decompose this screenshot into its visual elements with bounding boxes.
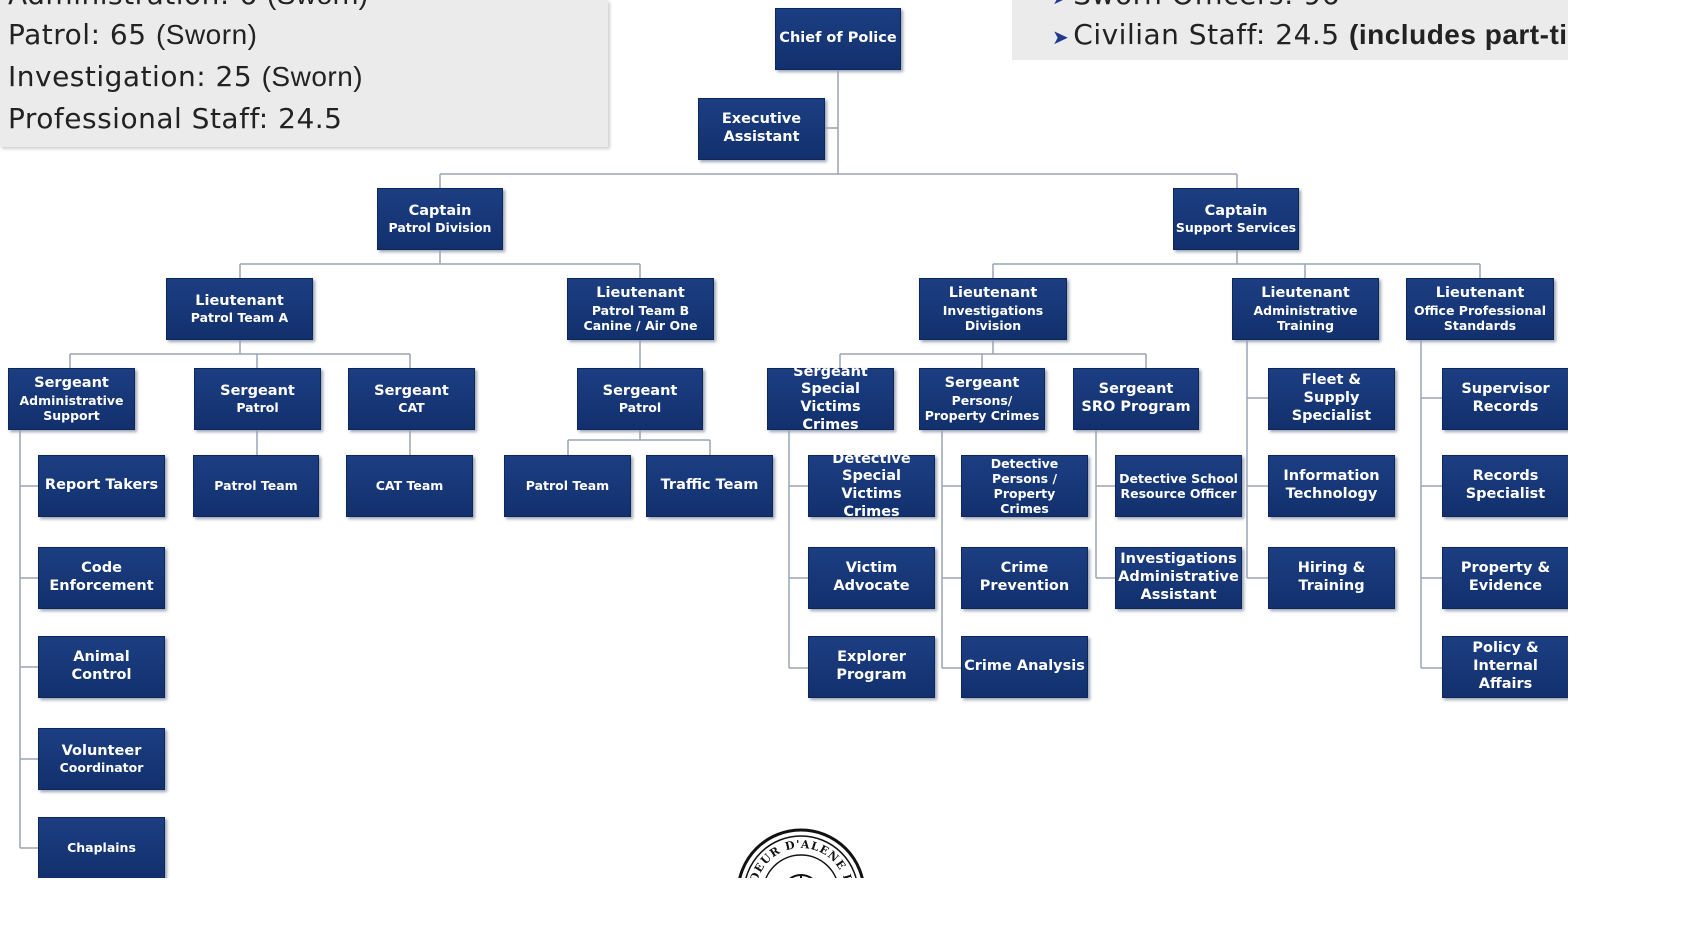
police-seal-logo: COEUR D'ALENE POLICE OFFICE: [736, 828, 864, 878]
staffing-line-civilian-staff: ➤Civilian Staff: 24.5 (includes part-tim…: [1052, 18, 1568, 51]
staffing-line-patrol: Patrol: 65 (Sworn): [8, 18, 258, 51]
box-fleet-supply-specialist: Fleet & Supply Specialist: [1268, 368, 1395, 430]
box-records-specialist: Records Specialist: [1442, 455, 1568, 517]
box-hiring-training: Hiring & Training: [1268, 547, 1395, 609]
box-chaplains: Chaplains: [38, 817, 165, 878]
box-information-technology: Information Technology: [1268, 455, 1395, 517]
staffing-line-investigation: Investigation: 25 (Sworn): [8, 60, 364, 93]
box-animal-control: Animal Control: [38, 636, 165, 698]
staffing-summary-panel: Administration: 6 (Sworn) Patrol: 65 (Sw…: [0, 0, 608, 147]
box-executive-assistant: Executive Assistant: [698, 98, 825, 160]
staffing-totals-panel: ➤Sworn Officers: 96 ➤Civilian Staff: 24.…: [1012, 0, 1568, 60]
box-detective-persons-property-crimes: Detective Persons / Property Crimes: [961, 455, 1088, 517]
box-victim-advocate: Victim Advocate: [808, 547, 935, 609]
box-sergeant-special-victims-crimes: Sergeant Special Victims Crimes: [767, 364, 894, 433]
org-chart-slide: Administration: 6 (Sworn) Patrol: 65 (Sw…: [0, 0, 1568, 878]
box-property-evidence: Property & Evidence: [1442, 547, 1568, 609]
box-detective-special-victims-crimes: Detective Special Victims Crimes: [808, 451, 935, 520]
box-crime-analysis: Crime Analysis: [961, 636, 1088, 698]
box-chief-of-police: Chief of Police: [775, 8, 901, 70]
box-investigations-administrative-assistant: Investigations Administrative Assistant: [1115, 547, 1242, 609]
staffing-line-professional-staff: Professional Staff: 24.5: [8, 102, 343, 135]
connector-lines: [19, 70, 1481, 849]
box-policy-internal-affairs: Policy & Internal Affairs: [1442, 636, 1568, 698]
box-supervisor-records: Supervisor Records: [1442, 368, 1568, 430]
box-crime-prevention: Crime Prevention: [961, 547, 1088, 609]
box-patrol-team-a: Patrol Team: [193, 455, 319, 517]
staffing-line-administration: Administration: 6 (Sworn): [8, 0, 368, 11]
box-explorer-program: Explorer Program: [808, 636, 935, 698]
staffing-line-sworn-officers: ➤Sworn Officers: 96: [1052, 0, 1340, 11]
arrow-bullet-icon: ➤: [1052, 0, 1069, 9]
box-sergeant-sro-program: Sergeant SRO Program: [1073, 368, 1199, 430]
box-code-enforcement: Code Enforcement: [38, 547, 165, 609]
arrow-bullet-icon: ➤: [1052, 25, 1070, 49]
box-cat-team: CAT Team: [346, 455, 473, 517]
box-patrol-team-b: Patrol Team: [504, 455, 631, 517]
box-report-takers: Report Takers: [38, 455, 165, 517]
box-detective-school-resource-officer: Detective School Resource Officer: [1115, 455, 1242, 517]
box-traffic-team: Traffic Team: [646, 455, 773, 517]
